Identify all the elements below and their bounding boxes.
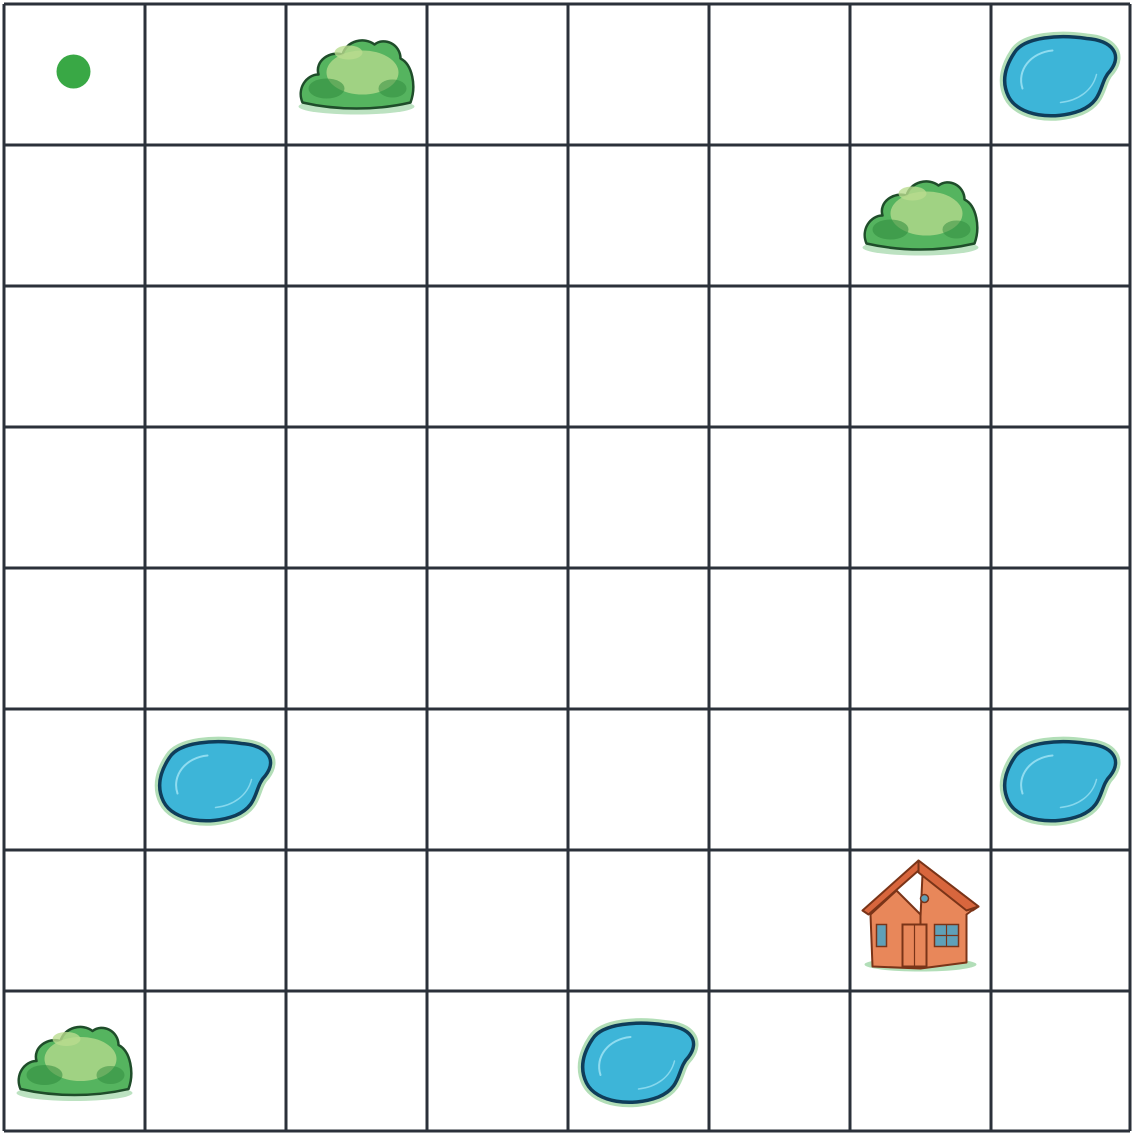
grid-cell-r2-c6[interactable]: [709, 145, 850, 286]
grid-cell-r8-c8[interactable]: [991, 991, 1130, 1131]
grid-cell-r7-c6[interactable]: [709, 850, 850, 991]
grid-cell-r6-c1[interactable]: [4, 709, 145, 850]
grid-cell-r3-c7[interactable]: [850, 286, 991, 427]
grid-cell-r5-c1[interactable]: [4, 568, 145, 709]
grid-cell-r6-c4[interactable]: [427, 709, 568, 850]
grid-cell-r5-c6[interactable]: [709, 568, 850, 709]
grid-cell-r4-c4[interactable]: [427, 427, 568, 568]
grid-cell-r8-c6[interactable]: [709, 991, 850, 1131]
grid-cell-r2-c4[interactable]: [427, 145, 568, 286]
grid-cell-r8-c4[interactable]: [427, 991, 568, 1131]
grid-cell-r1-c6[interactable]: [709, 4, 850, 145]
grid-cell-r2-c2[interactable]: [145, 145, 286, 286]
grid-cell-r1-c4[interactable]: [427, 4, 568, 145]
grid-cell-r1-c7[interactable]: [850, 4, 991, 145]
grid-cell-r7-c3[interactable]: [286, 850, 427, 991]
grid-cell-r4-c2[interactable]: [145, 427, 286, 568]
grid-cell-r3-c5[interactable]: [568, 286, 709, 427]
grid-cell-r3-c4[interactable]: [427, 286, 568, 427]
grid-cell-r3-c1[interactable]: [4, 286, 145, 427]
grid-cell-r7-c2[interactable]: [145, 850, 286, 991]
grid-cell-r8-c3[interactable]: [286, 991, 427, 1131]
grid-cell-r3-c6[interactable]: [709, 286, 850, 427]
grid-cell-r5-c2[interactable]: [145, 568, 286, 709]
grid-cell-r4-c3[interactable]: [286, 427, 427, 568]
grid-cell-r5-c3[interactable]: [286, 568, 427, 709]
grid-cell-r5-c4[interactable]: [427, 568, 568, 709]
grid-cell-r6-c3[interactable]: [286, 709, 427, 850]
green-dot-icon: [57, 55, 91, 89]
grid-cell-r8-c2[interactable]: [145, 991, 286, 1131]
grid-cell-r2-c8[interactable]: [991, 145, 1130, 286]
grid-cell-r3-c2[interactable]: [145, 286, 286, 427]
grid-cell-r1-c2[interactable]: [145, 4, 286, 145]
grid-cell-r4-c7[interactable]: [850, 427, 991, 568]
grid-cell-r1-c5[interactable]: [568, 4, 709, 145]
grid-cell-r6-c7[interactable]: [850, 709, 991, 850]
grid-cell-r5-c7[interactable]: [850, 568, 991, 709]
grid-cell-r3-c8[interactable]: [991, 286, 1130, 427]
grid-cell-r7-c8[interactable]: [991, 850, 1130, 991]
grid-cell-r6-c6[interactable]: [709, 709, 850, 850]
grid-cell-r4-c6[interactable]: [709, 427, 850, 568]
grid-cell-r2-c5[interactable]: [568, 145, 709, 286]
grid-cell-r4-c1[interactable]: [4, 427, 145, 568]
grid-cell-r8-c7[interactable]: [850, 991, 991, 1131]
grid-cell-r2-c1[interactable]: [4, 145, 145, 286]
grid-cell-r7-c4[interactable]: [427, 850, 568, 991]
grid-cell-r5-c8[interactable]: [991, 568, 1130, 709]
grid-cell-r4-c5[interactable]: [568, 427, 709, 568]
grid-cell-r7-c1[interactable]: [4, 850, 145, 991]
grid-cell-r7-c5[interactable]: [568, 850, 709, 991]
grid-cell-r5-c5[interactable]: [568, 568, 709, 709]
grid-cell-r6-c5[interactable]: [568, 709, 709, 850]
grid-cell-r3-c3[interactable]: [286, 286, 427, 427]
grid-cell-r2-c3[interactable]: [286, 145, 427, 286]
grid-cell-r4-c8[interactable]: [991, 427, 1130, 568]
